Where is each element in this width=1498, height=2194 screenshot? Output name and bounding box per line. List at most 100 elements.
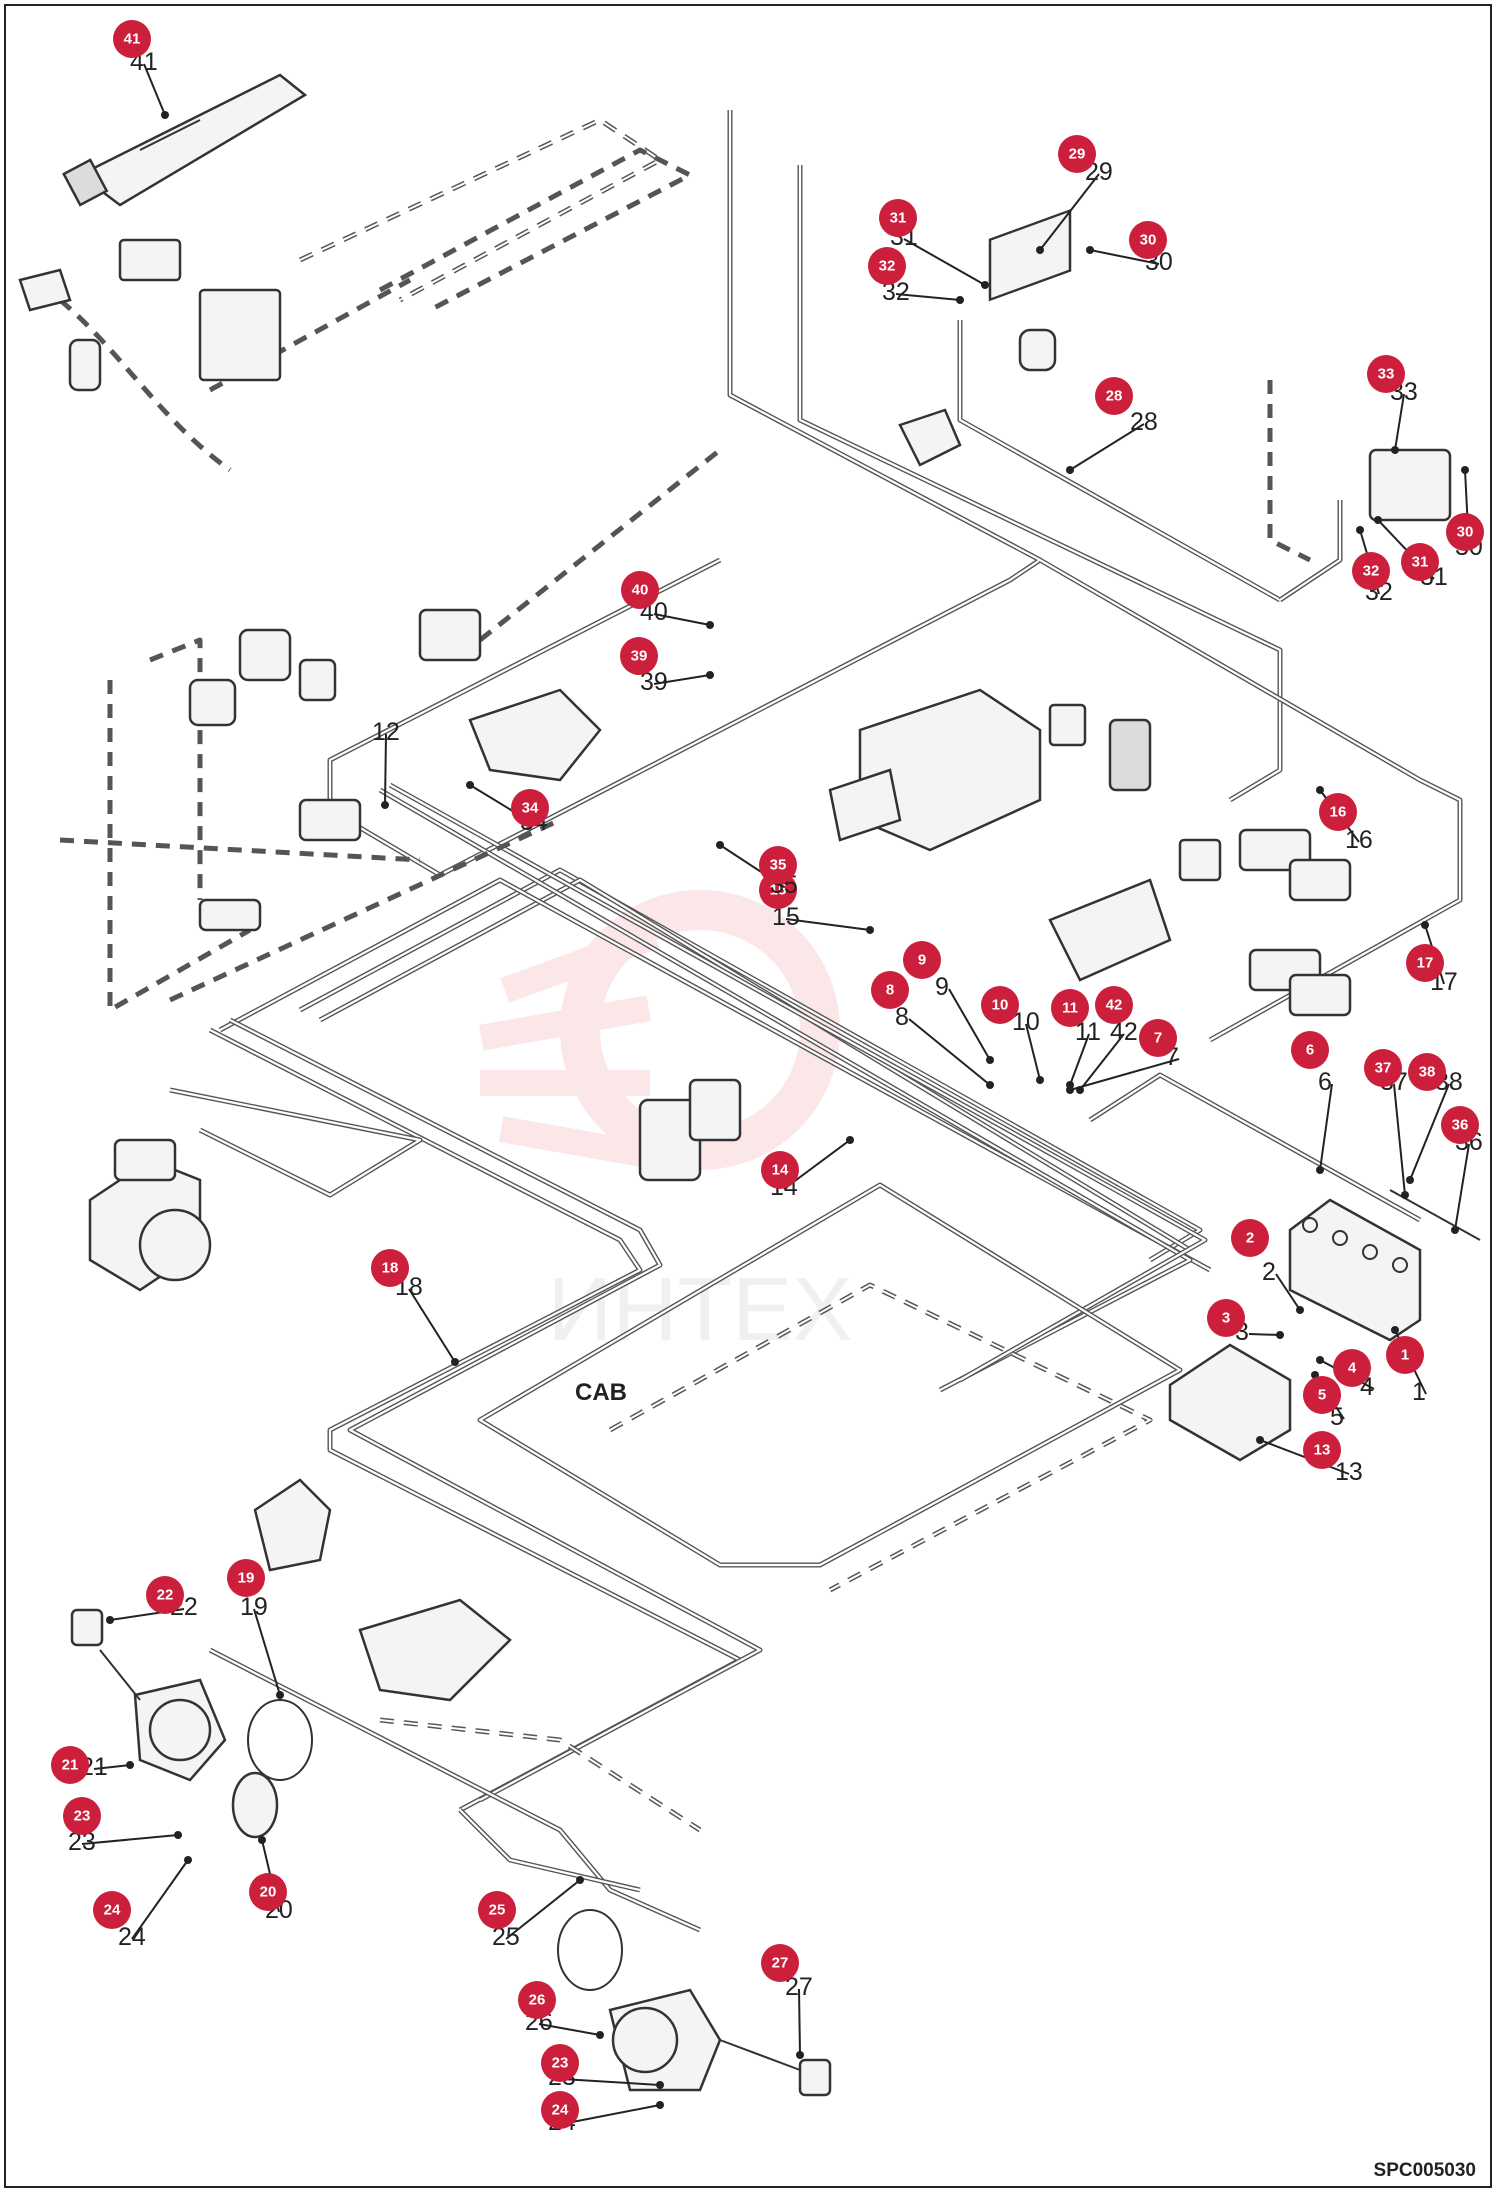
valve-block-part: [828, 688, 1152, 852]
callout-badge[interactable]: 32: [868, 247, 906, 285]
solenoid-group-part: [1178, 828, 1352, 1017]
callout-leader-dot: [981, 281, 989, 289]
callout-leader-line: [505, 1879, 581, 1940]
callout-badge[interactable]: 20: [249, 1873, 287, 1911]
callout-badge[interactable]: 3: [1207, 1299, 1245, 1337]
callout-badge[interactable]: 30: [1446, 513, 1484, 551]
callout-leader-dot: [1356, 526, 1364, 534]
callout-badge-circle: [1231, 1219, 1269, 1257]
callout-badge[interactable]: 1: [1386, 1336, 1424, 1374]
callout-badge[interactable]: 14: [761, 1151, 799, 1189]
callout-badge[interactable]: 22: [146, 1576, 184, 1614]
callout-number-text: 13: [1335, 1458, 1363, 1486]
callout-badge[interactable]: 41: [113, 20, 151, 58]
callout-badge[interactable]: 9: [903, 941, 941, 979]
callout-badge-circle: [1408, 1053, 1446, 1091]
callout-badge[interactable]: 2: [1231, 1219, 1269, 1257]
callout-leader-dot: [846, 1136, 854, 1144]
callout-badge[interactable]: 24: [93, 1891, 131, 1929]
callout-number-text: 28: [1130, 408, 1158, 436]
callout-leader-line: [798, 1988, 801, 2056]
callout-badge[interactable]: 36: [1441, 1106, 1479, 1144]
callout-badge[interactable]: 21: [51, 1746, 89, 1784]
callout-badge[interactable]: 8: [871, 971, 909, 1009]
callout-badge-circle: [871, 971, 909, 1009]
callout-badge[interactable]: 32: [1352, 552, 1390, 590]
callout-badge-circle: [1207, 1299, 1245, 1337]
callout-badge[interactable]: 16: [1319, 793, 1357, 831]
callout-leader-line: [1089, 249, 1160, 265]
callout-badge[interactable]: 35: [759, 846, 797, 884]
callout-badge-label: 18: [382, 1260, 399, 1277]
callout-badge-label: 32: [1363, 563, 1380, 580]
callout-leader-dot: [174, 1831, 182, 1839]
callout-badge-circle: [1364, 1049, 1402, 1087]
callout-badge-circle: [761, 1151, 799, 1189]
callout-c37: 3737: [1364, 1049, 1409, 1199]
callout-badge[interactable]: 42: [1095, 986, 1133, 1024]
callout-leader-line: [1069, 1058, 1180, 1091]
callout-badge[interactable]: 6: [1291, 1031, 1329, 1069]
callout-badge[interactable]: 11: [1051, 989, 1089, 1027]
callout-badge[interactable]: 18: [371, 1249, 409, 1287]
callout-leader-line: [1069, 423, 1145, 471]
callout-badge[interactable]: 39: [620, 637, 658, 675]
callout-badge-circle: [518, 1981, 556, 2019]
callout-leader-line: [1039, 173, 1100, 251]
callout-badge[interactable]: 34: [511, 789, 549, 827]
callout-badge-label: 9: [918, 952, 926, 969]
callout-leader-line: [1025, 1023, 1041, 1081]
callout-badge[interactable]: 27: [761, 1944, 799, 1982]
callout-badge[interactable]: 13: [1303, 1431, 1341, 1469]
callout-badge-label: 40: [632, 582, 649, 599]
callout-badge[interactable]: 4: [1333, 1349, 1371, 1387]
callout-badge[interactable]: 40: [621, 571, 659, 609]
callout-badge-label: 38: [1419, 1064, 1436, 1081]
callout-badge-label: 26: [529, 1992, 546, 2009]
callout-badge-label: 35: [770, 857, 787, 874]
callout-number-text: 6: [1318, 1068, 1332, 1096]
callout-badge-circle: [1129, 221, 1167, 259]
horn-right-part: [608, 1988, 832, 2097]
callout-badge[interactable]: 31: [1401, 543, 1439, 581]
callout-badge[interactable]: 28: [1095, 377, 1133, 415]
callout-badge-circle: [879, 199, 917, 237]
callout-badge[interactable]: 7: [1139, 1019, 1177, 1057]
callout-leader-line: [1248, 1333, 1281, 1336]
callout-badge[interactable]: 23: [63, 1797, 101, 1835]
callout-badge[interactable]: 30: [1129, 221, 1167, 259]
callout-badge[interactable]: 5: [1303, 1376, 1341, 1414]
callout-leader-dot: [716, 841, 724, 849]
callout-badge[interactable]: 24: [541, 2091, 579, 2129]
callout-badge[interactable]: 23: [541, 2044, 579, 2082]
callout-badge[interactable]: 26: [518, 1981, 556, 2019]
callout-badge[interactable]: 38: [1408, 1053, 1446, 1091]
callout-leader-dot: [466, 781, 474, 789]
callout-badge[interactable]: 25: [478, 1891, 516, 1929]
callout-badge-circle: [1352, 552, 1390, 590]
callout-badge[interactable]: 37: [1364, 1049, 1402, 1087]
callout-badge-circle: [620, 637, 658, 675]
callout-badge-circle: [1095, 986, 1133, 1024]
callout-badge-circle: [868, 247, 906, 285]
callout-leader-dot: [706, 671, 714, 679]
callout-leader-line: [384, 733, 387, 806]
callout-number-text: 16: [1345, 826, 1373, 854]
reference-code: SPC005030: [1373, 2160, 1476, 2181]
callout-badge[interactable]: 19: [227, 1559, 265, 1597]
callout-badge[interactable]: 10: [981, 986, 1019, 1024]
callout-badge[interactable]: 31: [879, 199, 917, 237]
callout-badge[interactable]: 17: [1406, 944, 1444, 982]
callout-badge[interactable]: 29: [1058, 135, 1096, 173]
callout-badge[interactable]: 33: [1367, 355, 1405, 393]
callout-badge-circle: [51, 1746, 89, 1784]
callout-leader-dot: [184, 1856, 192, 1864]
